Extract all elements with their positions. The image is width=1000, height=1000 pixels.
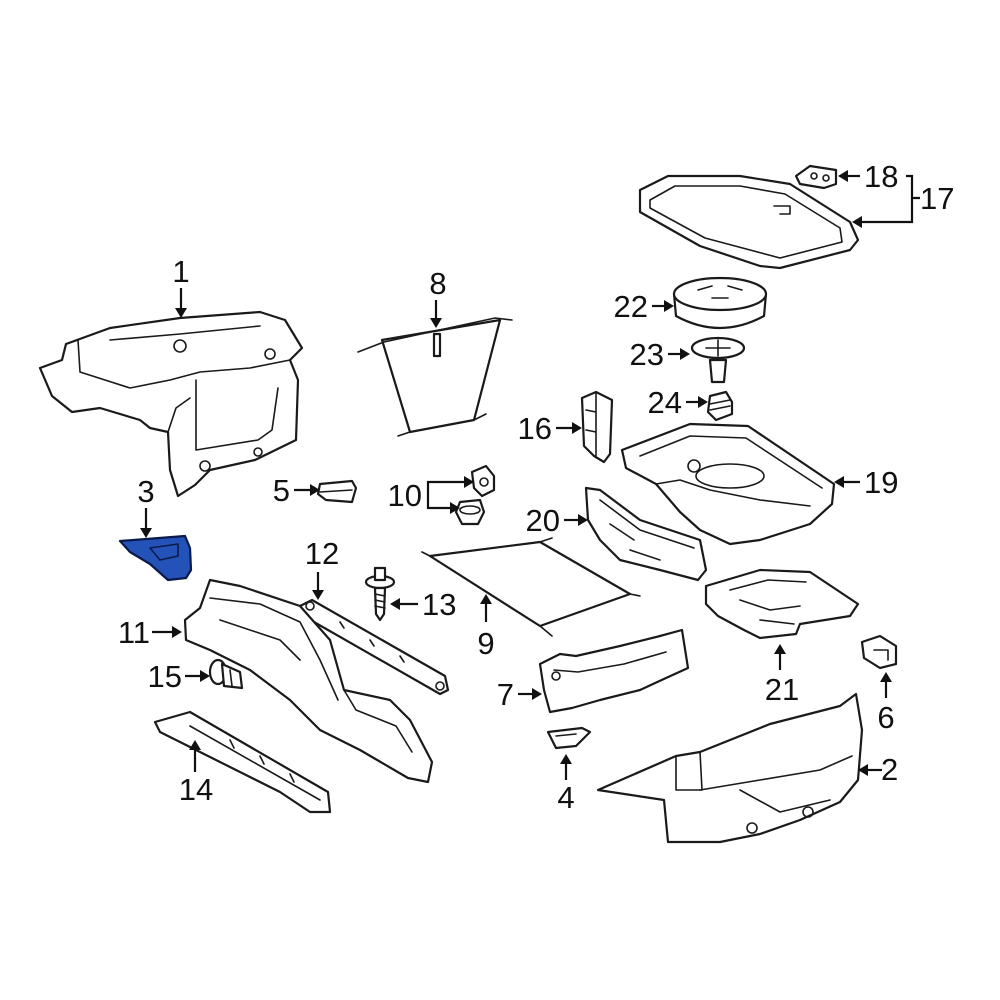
callout-4: 4 [557,780,574,815]
part-19-tire-well[interactable] [620,422,836,546]
part-8-cargo-net-vertical[interactable] [357,317,513,437]
callout-11: 11 [118,615,150,650]
callout-2: 2 [881,752,898,787]
part-4-bracket[interactable] [546,726,592,750]
callout-13: 13 [422,587,456,622]
callout-23: 23 [630,337,664,372]
part-5-clip[interactable] [316,479,358,504]
callout-8: 8 [429,266,446,301]
part-2-trunk-floor-trim[interactable] [596,692,864,844]
part-1-side-trim-panel[interactable] [38,310,304,498]
part-16-bracket[interactable] [580,390,614,464]
callout-5: 5 [273,473,290,508]
callout-16: 16 [518,411,552,446]
callout-17: 17 [920,181,954,216]
part-22-tire-foam[interactable] [672,276,768,330]
callout-9: 9 [477,626,494,661]
part-10-clips[interactable] [454,464,496,526]
callout-labels: 1 2 3 4 5 6 7 8 9 10 11 12 13 14 15 16 1… [118,159,955,815]
callout-20: 20 [526,503,560,538]
callout-21: 21 [765,672,799,707]
part-17-floor-board[interactable] [638,174,860,270]
callout-12: 12 [305,536,339,571]
callout-18: 18 [864,159,898,194]
part-7-trim-piece[interactable] [538,628,690,714]
callout-22: 22 [614,289,648,324]
callout-14: 14 [179,772,213,807]
callout-3: 3 [137,474,154,509]
callout-15: 15 [148,659,182,694]
part-3-highlighted-trim[interactable] [118,534,193,582]
leader-lines [140,170,920,780]
part-21-floor-support[interactable] [704,568,860,640]
callout-10: 10 [388,478,422,513]
part-14-sill-strip[interactable] [153,710,332,814]
part-23-center-bolt[interactable] [690,336,746,384]
part-11-lower-trim-panel[interactable] [183,578,434,784]
part-18-plate[interactable] [794,164,838,190]
callout-7: 7 [497,677,514,712]
part-9-cargo-net-floor[interactable] [421,537,641,637]
part-6-clip[interactable] [860,634,898,670]
callout-6: 6 [877,700,894,735]
callout-24: 24 [648,385,682,420]
callout-19: 19 [864,465,898,500]
part-24-nut[interactable] [706,390,734,422]
part-15-push-pin[interactable] [208,658,244,690]
part-20-side-bracket[interactable] [584,486,708,582]
callout-1: 1 [172,254,189,289]
part-13-screw[interactable] [364,566,396,622]
